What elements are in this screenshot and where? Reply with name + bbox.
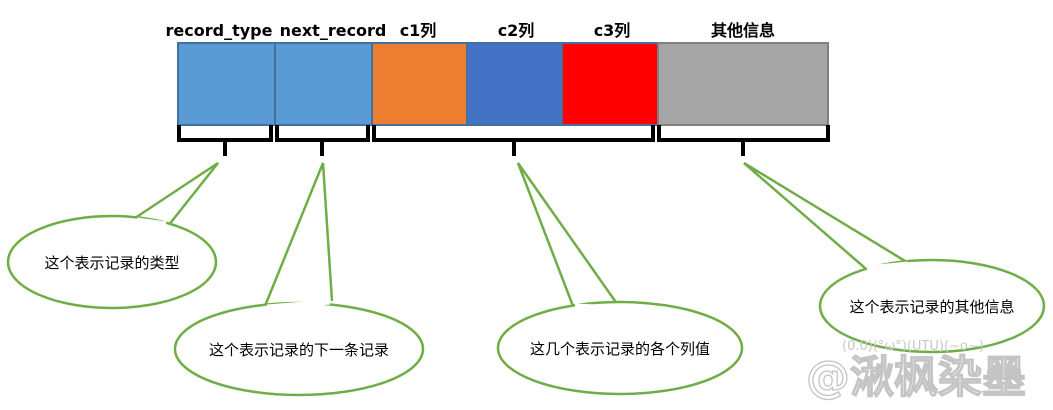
callout-other-info: 这个表示记录的其他信息 <box>743 161 1046 354</box>
callout-next-record: 这个表示记录的下一条记录 <box>173 162 425 397</box>
field-label-c1: c1列 <box>400 21 437 40</box>
callout-text-column-values: 这几个表示记录的各个列值 <box>530 340 710 358</box>
field-block-c2 <box>466 42 563 126</box>
watermark-signature: @湫枫染墨 <box>806 352 1026 403</box>
field-label-c3: c3列 <box>594 21 631 40</box>
brace-next-record <box>275 125 370 156</box>
field-block-next-record <box>274 42 373 126</box>
field-block-c1 <box>371 42 468 126</box>
brace-other-info <box>657 125 830 156</box>
field-label-other-info: 其他信息 <box>711 21 775 40</box>
brace-column-values <box>372 125 655 156</box>
field-block-record-type <box>177 42 276 126</box>
field-label-next-record: next_record <box>280 21 387 40</box>
callout-column-values: 这几个表示记录的各个列值 <box>496 162 744 396</box>
brace-record-type <box>177 125 273 156</box>
field-label-record-type: record_type <box>166 21 273 40</box>
field-block-c3 <box>561 42 659 126</box>
watermark-faces: (0.0)(°ω°)(UTU)(~o~) <box>842 339 984 354</box>
field-label-c2: c2列 <box>498 21 535 40</box>
field-block-other-info <box>657 42 829 126</box>
callout-text-next-record: 这个表示记录的下一条记录 <box>209 341 389 359</box>
callout-text-record-type: 这个表示记录的类型 <box>44 254 179 272</box>
callout-text-other-info: 这个表示记录的其他信息 <box>849 298 1014 316</box>
callout-record-type: 这个表示记录的类型 <box>6 161 219 310</box>
